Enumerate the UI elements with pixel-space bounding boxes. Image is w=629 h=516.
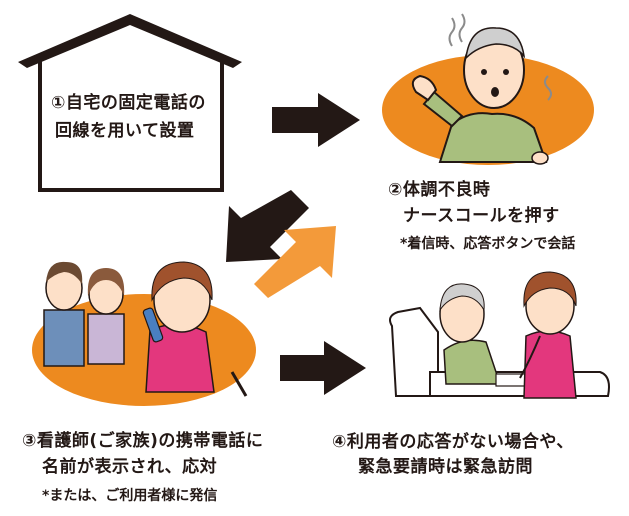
step1-line2: 回線を用いて設置 bbox=[55, 121, 195, 141]
step2-line2: ナースコールを押す bbox=[403, 206, 560, 226]
step3-note: *または、ご利用者様に発信 bbox=[42, 488, 218, 504]
step2-line1: ②体調不良時 bbox=[388, 180, 491, 200]
step2-note: *着信時、応答ボタンで会話 bbox=[400, 236, 576, 252]
step3-line2: 名前が表示され、応対 bbox=[42, 457, 218, 477]
step1-line1: ①自宅の固定電話の bbox=[51, 93, 206, 113]
step3-line1: ③看護師(ご家族)の携帯電話に bbox=[22, 431, 264, 451]
step4-line1: ④利用者の応答がない場合や、 bbox=[332, 432, 574, 452]
step4-line2: 緊急要請時は緊急訪問 bbox=[358, 457, 533, 477]
